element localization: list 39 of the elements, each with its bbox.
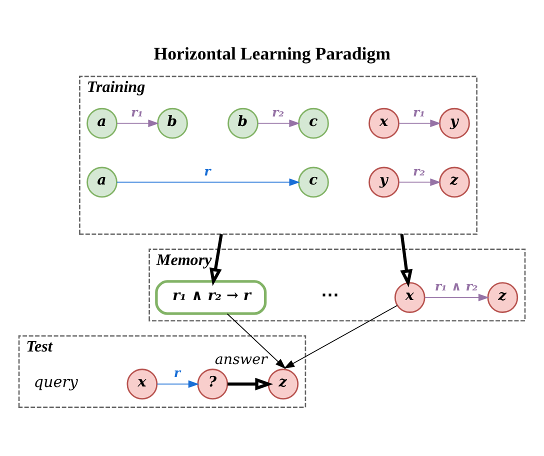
- arrow: [398, 119, 441, 127]
- edge-label: r₁ ∧ r₂: [434, 278, 478, 294]
- arrow: [156, 380, 200, 388]
- arrow: [116, 178, 300, 186]
- node-circle: b: [157, 107, 188, 138]
- arrow: [424, 293, 490, 301]
- arrow: [258, 119, 300, 127]
- node-circle: b: [228, 107, 258, 138]
- node-circle: c: [298, 166, 329, 198]
- edge-label: r: [174, 364, 180, 380]
- node-label: answer: [214, 351, 268, 368]
- diagram-title: Horizontal Learning Paradigm: [154, 43, 390, 64]
- node-circle: x: [126, 368, 158, 400]
- edge-label: r₁: [131, 104, 144, 119]
- node-circle: x: [394, 282, 426, 312]
- node-label: query: [34, 372, 78, 390]
- node-circle: a: [86, 166, 118, 198]
- edge-label: r₂: [272, 104, 284, 119]
- edge-label: r₁: [412, 104, 426, 119]
- node-circle: z: [439, 166, 470, 198]
- arrow: [209, 233, 223, 286]
- node-circle: z: [268, 368, 299, 400]
- node-circle: ?: [197, 368, 228, 400]
- arrow: [400, 233, 413, 287]
- node-circle: c: [298, 107, 329, 138]
- node-box: r₁ ∧ r₂ → r: [155, 280, 267, 314]
- arrow: [226, 312, 286, 368]
- arrow: [116, 119, 159, 127]
- node-circle: a: [86, 107, 118, 138]
- arrow: [228, 377, 274, 390]
- label: ⋯: [321, 284, 340, 306]
- arrow: [284, 304, 398, 368]
- node-circle: x: [368, 107, 400, 138]
- arrow: [398, 178, 441, 186]
- node-circle: y: [368, 166, 400, 198]
- node-circle: y: [439, 107, 470, 138]
- edge-label: r: [204, 162, 211, 178]
- edge-label: r₂: [412, 162, 426, 178]
- node-circle: z: [487, 282, 518, 312]
